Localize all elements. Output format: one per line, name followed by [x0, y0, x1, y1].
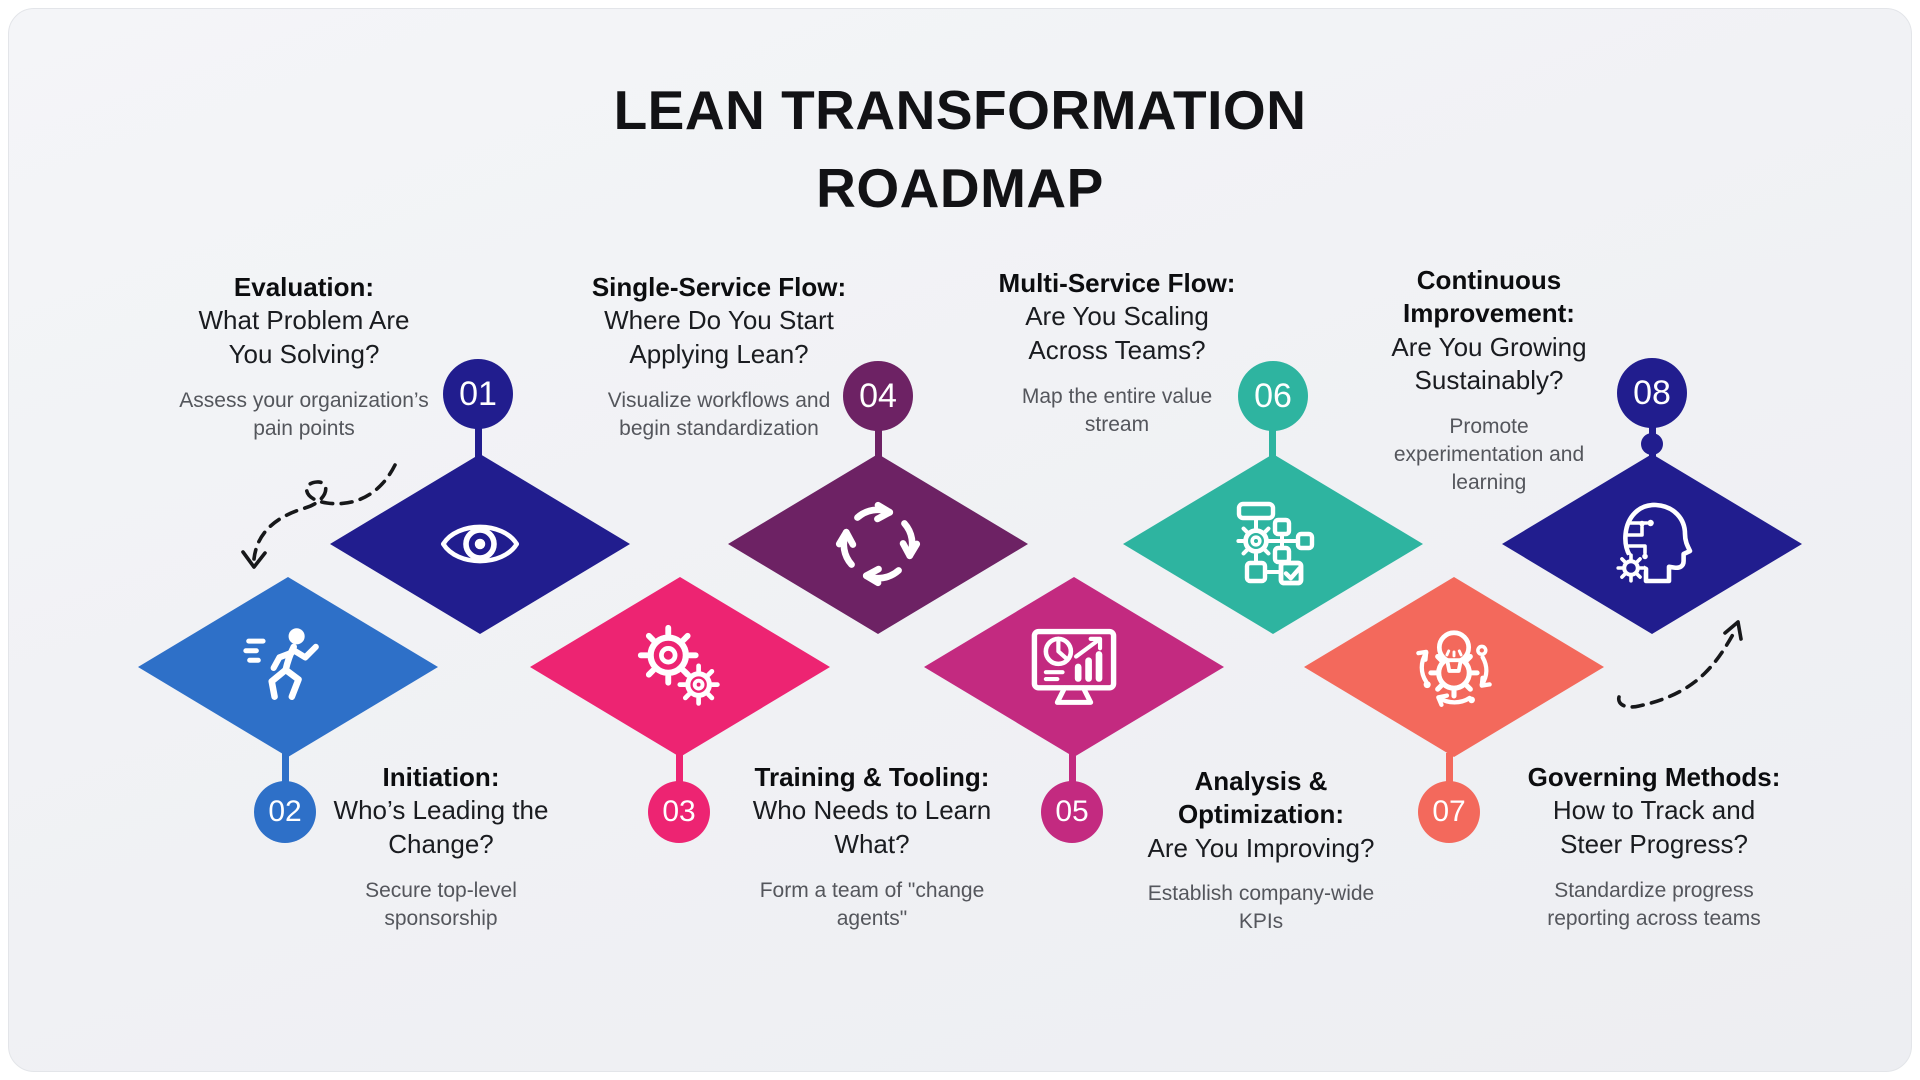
step-governing-methods: 07 Governing Methods: How to Track and S…	[9, 9, 1911, 1071]
step-title: Analysis & Optimization:	[1177, 766, 1345, 830]
step-question: Who’s Leading the Change?	[333, 795, 549, 860]
runner-icon	[243, 628, 319, 700]
step-continuous-improvement: Continuous Improvement: Are You Growing …	[9, 9, 1911, 1071]
step-text-block: Training & Tooling: Who Needs to Learn W…	[702, 761, 1042, 933]
infographic-canvas: LEAN TRANSFORMATION ROADMAP Evaluation: …	[8, 8, 1912, 1072]
dashed-arrow-up-icon	[1616, 620, 1743, 709]
step-title: Evaluation:	[233, 272, 375, 302]
step-question: How to Track and Steer Progress?	[1552, 795, 1756, 860]
connector-stem	[282, 753, 289, 783]
step-initiation: 02 Initiation: Who’s Leading the Change?…	[9, 9, 1911, 1071]
step-evaluation: Evaluation: What Problem Are You Solving…	[9, 9, 1911, 1071]
step-single-service-flow: Single-Service Flow: Where Do You Start …	[9, 9, 1911, 1071]
step-question: Are You Improving?	[1147, 832, 1375, 863]
step-title: Continuous Improvement:	[1403, 265, 1575, 329]
step-text-block: Continuous Improvement: Are You Growing …	[1319, 264, 1659, 498]
step-text-block: Multi-Service Flow: Are You Scaling Acro…	[947, 267, 1287, 439]
step-number-badge: 03	[648, 781, 710, 843]
eye-icon	[440, 524, 520, 564]
connector-stem	[1446, 753, 1453, 783]
step-number-badge: 02	[254, 781, 316, 843]
step-title: Governing Methods:	[1527, 762, 1781, 792]
step-description: Secure top-level sponsorship	[365, 878, 517, 930]
workflow-icon	[1236, 501, 1315, 586]
step-number-badge: 04	[843, 361, 913, 431]
step-number-badge: 06	[1238, 361, 1308, 431]
step-number-badge: 01	[443, 359, 513, 429]
step-question: Are You Scaling Across Teams?	[1025, 301, 1209, 366]
step-question: Where Do You Start Applying Lean?	[604, 305, 834, 370]
step-description: Visualize workflows and begin standardiz…	[607, 388, 831, 440]
ai-head-icon	[1616, 502, 1693, 584]
step-number-badge: 05	[1041, 781, 1103, 843]
step-text-block: Evaluation: What Problem Are You Solving…	[134, 271, 474, 443]
step-text-block: Initiation: Who’s Leading the Change? Se…	[271, 761, 611, 933]
step-description: Map the entire value stream	[1021, 384, 1213, 436]
connector-stem	[875, 429, 882, 459]
dashed-arrow-down-icon	[241, 463, 397, 569]
sync-arrows-icon	[831, 501, 925, 591]
governance-gear-bulb-icon	[1416, 630, 1492, 707]
analytics-monitor-icon	[1031, 628, 1117, 705]
step-title: Initiation:	[382, 762, 500, 792]
step-question: Who Needs to Learn What?	[752, 795, 992, 860]
connector-stem	[1269, 429, 1276, 459]
step-title: Multi-Service Flow:	[998, 268, 1236, 298]
step-description: Standardize progress reporting across te…	[1547, 878, 1761, 930]
step-number-badge: 07	[1418, 781, 1480, 843]
step-description: Form a team of "change agents"	[759, 878, 985, 930]
step-number-badge: 08	[1617, 358, 1687, 428]
step-description: Assess your organization’s pain points	[179, 388, 429, 440]
step-description: Establish company-wide KPIs	[1147, 882, 1375, 934]
step-description: Promote experimentation and learning	[1393, 415, 1585, 495]
step-question: What Problem Are You Solving?	[198, 305, 410, 370]
step-question: Are You Growing Sustainably?	[1391, 331, 1587, 396]
step-multi-service-flow: Multi-Service Flow: Are You Scaling Acro…	[9, 9, 1911, 1071]
step-text-block: Single-Service Flow: Where Do You Start …	[549, 271, 889, 443]
gears-icon	[637, 624, 720, 706]
connector-stem	[1069, 753, 1076, 783]
step-analysis-optimization: 05 Analysis & Optimization: Are You Impr…	[9, 9, 1911, 1071]
step-text-block: Governing Methods: How to Track and Stee…	[1484, 761, 1824, 933]
step-training-tooling: 03 Training & Tooling: Who Needs to Lear…	[9, 9, 1911, 1071]
connector-stem	[676, 753, 683, 783]
step-text-block: Analysis & Optimization: Are You Improvi…	[1091, 765, 1431, 937]
step-title: Single-Service Flow:	[591, 272, 847, 302]
connector-knob	[1641, 433, 1663, 455]
step-title: Training & Tooling:	[754, 762, 990, 792]
page-title: LEAN TRANSFORMATION ROADMAP	[613, 79, 1307, 220]
connector-stem	[475, 427, 482, 459]
